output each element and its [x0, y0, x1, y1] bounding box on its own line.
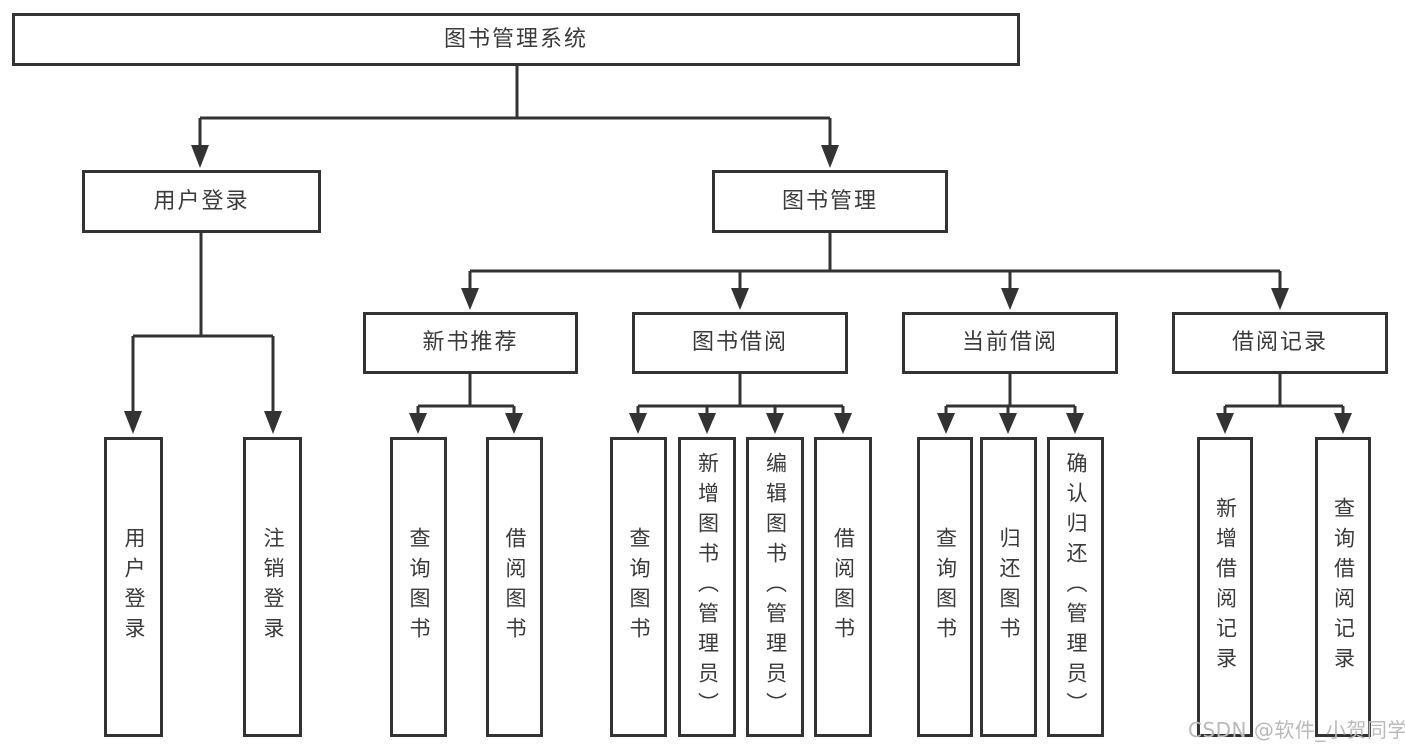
leaf-current-query-books-label: 查询图书 — [933, 527, 958, 647]
leaf-borrow-borrow-books-label: 借阅图书 — [831, 527, 856, 647]
leaf-recommend-query-books-label: 查询图书 — [407, 527, 432, 647]
node-borrow-records-label: 借阅记录 — [1231, 330, 1328, 355]
node-book-borrow-label: 图书借阅 — [691, 330, 788, 355]
node-new-book-recommend: 新书推荐 — [363, 312, 578, 374]
node-new-book-recommend-label: 新书推荐 — [422, 330, 519, 355]
node-book-management-label: 图书管理 — [781, 188, 878, 214]
leaf-recommend-borrow-books: 借阅图书 — [486, 437, 543, 737]
leaf-borrow-add-books-admin: 新增图书（管理员） — [678, 437, 736, 737]
leaf-records-add-borrow-record-label: 新增借阅记录 — [1213, 497, 1238, 677]
connector-new-book-recommend — [409, 374, 523, 434]
leaf-borrow-edit-books-admin: 编辑图书（管理员） — [746, 437, 804, 737]
leaf-borrow-query-books: 查询图书 — [610, 437, 667, 737]
connector-current-borrow — [937, 374, 1084, 434]
node-current-borrow-label: 当前借阅 — [961, 330, 1058, 355]
connector-book-borrow — [629, 374, 852, 434]
leaf-current-confirm-return-admin: 确认归还（管理员） — [1047, 437, 1104, 737]
leaf-borrow-query-books-label: 查询图书 — [627, 527, 652, 647]
node-root: 图书管理系统 — [12, 13, 1020, 66]
leaf-current-query-books: 查询图书 — [917, 437, 973, 737]
leaf-records-query-borrow-record-label: 查询借阅记录 — [1331, 497, 1356, 677]
connector-user-login — [124, 233, 282, 434]
node-user-login: 用户登录 — [82, 170, 321, 233]
leaf-records-query-borrow-record: 查询借阅记录 — [1315, 437, 1371, 737]
connector-borrow-records — [1216, 374, 1352, 434]
leaf-current-return-books-label: 归还图书 — [997, 527, 1022, 647]
leaf-user-login: 用户登录 — [104, 437, 163, 737]
leaf-user-login-label: 用户登录 — [122, 527, 147, 647]
leaf-current-confirm-return-admin-label: 确认归还（管理员） — [1064, 452, 1089, 722]
leaf-records-add-borrow-record: 新增借阅记录 — [1197, 437, 1253, 737]
node-user-login-label: 用户登录 — [153, 188, 250, 214]
leaf-borrow-borrow-books: 借阅图书 — [814, 437, 872, 737]
leaf-recommend-query-books: 查询图书 — [390, 437, 447, 737]
leaf-borrow-edit-books-admin-label: 编辑图书（管理员） — [763, 452, 788, 722]
leaf-borrow-add-books-admin-label: 新增图书（管理员） — [695, 452, 720, 722]
node-book-borrow: 图书借阅 — [632, 312, 848, 374]
node-book-management: 图书管理 — [712, 170, 948, 233]
connector-book-management — [461, 233, 1289, 310]
node-current-borrow: 当前借阅 — [902, 312, 1118, 374]
leaf-recommend-borrow-books-label: 借阅图书 — [503, 527, 528, 647]
node-borrow-records: 借阅记录 — [1172, 312, 1388, 374]
watermark-text: CSDN @软件_小贺同学 — [1188, 718, 1405, 742]
leaf-logout-login: 注销登录 — [243, 437, 302, 737]
leaf-current-return-books: 归还图书 — [980, 437, 1037, 737]
leaf-logout-login-label: 注销登录 — [261, 527, 286, 647]
connector-root — [191, 66, 839, 168]
node-root-label: 图书管理系统 — [443, 26, 588, 52]
